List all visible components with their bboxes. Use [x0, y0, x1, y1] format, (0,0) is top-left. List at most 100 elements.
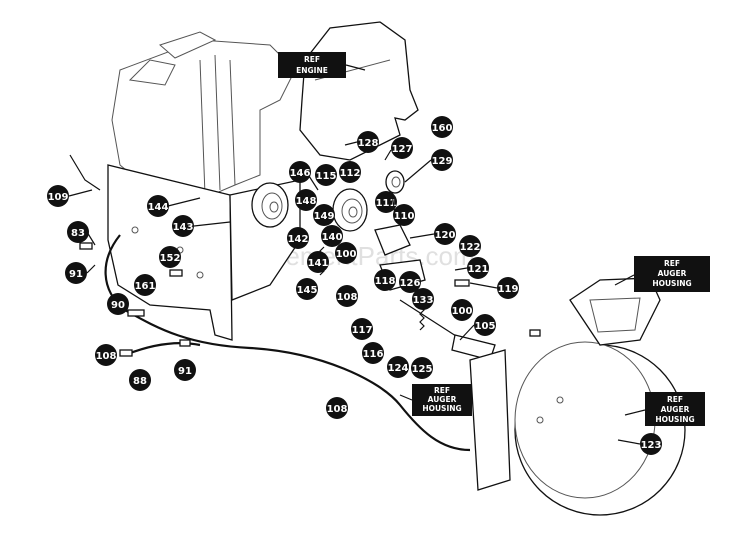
svg-text:112: 112 — [340, 168, 361, 179]
callout-161: 161 — [134, 274, 156, 296]
callout-116: 116 — [362, 342, 384, 364]
svg-text:161: 161 — [135, 281, 156, 292]
callout-141: 141 — [307, 251, 329, 273]
svg-text:117: 117 — [352, 325, 373, 336]
pulley-left — [251, 182, 289, 228]
callout-91-left: 91 — [65, 262, 87, 284]
ref-tag-auger-housing-middle: REF AUGER HOUSING — [412, 384, 472, 416]
svg-text:REF: REF — [434, 386, 450, 395]
svg-text:149: 149 — [314, 211, 335, 222]
svg-text:128: 128 — [358, 138, 379, 149]
callout-160: 160 — [431, 116, 453, 138]
svg-text:118: 118 — [375, 276, 396, 287]
svg-text:148: 148 — [296, 196, 317, 207]
svg-text:160: 160 — [432, 123, 453, 134]
callout-145: 145 — [296, 278, 318, 300]
callout-91-bottom: 91 — [174, 359, 196, 381]
callout-leaders — [68, 141, 641, 445]
ref-tag-auger-housing-right: REF AUGER HOUSING — [645, 392, 705, 426]
svg-text:AUGER: AUGER — [661, 405, 690, 414]
callout-144: 144 — [147, 195, 169, 217]
svg-text:126: 126 — [400, 278, 421, 289]
callout-118: 118 — [374, 269, 396, 291]
svg-text:116: 116 — [363, 349, 384, 360]
svg-text:119: 119 — [498, 284, 519, 295]
svg-text:83: 83 — [71, 228, 85, 239]
svg-text:90: 90 — [111, 300, 125, 311]
callout-124: 124 — [387, 356, 409, 378]
svg-text:133: 133 — [413, 295, 434, 306]
svg-text:123: 123 — [641, 440, 662, 451]
svg-text:108: 108 — [96, 351, 117, 362]
svg-text:100: 100 — [452, 306, 473, 317]
callout-143: 143 — [172, 215, 194, 237]
callout-105: 105 — [474, 314, 496, 336]
svg-text:ENGINE: ENGINE — [296, 66, 328, 75]
svg-text:108: 108 — [337, 292, 358, 303]
svg-text:100: 100 — [336, 249, 357, 260]
svg-text:144: 144 — [148, 202, 169, 213]
callout-128: 128 — [357, 131, 379, 153]
svg-text:121: 121 — [468, 264, 489, 275]
svg-text:142: 142 — [288, 234, 309, 245]
callout-108-left: 108 — [95, 344, 117, 366]
svg-text:111: 111 — [376, 198, 397, 209]
svg-text:REF: REF — [664, 259, 680, 268]
ref-tag-engine: REF ENGINE — [278, 52, 346, 78]
callout-110: 110 — [393, 204, 415, 226]
auger-housing — [469, 277, 686, 516]
svg-text:REF: REF — [304, 55, 320, 64]
engine-outline — [111, 31, 296, 201]
svg-text:88: 88 — [133, 376, 147, 387]
svg-text:HOUSING: HOUSING — [652, 279, 691, 288]
callout-123: 123 — [640, 433, 662, 455]
svg-text:124: 124 — [388, 363, 409, 374]
callout-120: 120 — [434, 223, 456, 245]
svg-text:HOUSING: HOUSING — [422, 404, 461, 413]
callout-127: 127 — [391, 137, 413, 159]
callout-142: 142 — [287, 227, 309, 249]
svg-text:143: 143 — [173, 222, 194, 233]
svg-text:91: 91 — [69, 269, 83, 280]
callout-126: 126 — [399, 271, 421, 293]
callout-88: 88 — [129, 369, 151, 391]
callout-149: 149 — [313, 204, 335, 226]
callout-100-lower: 100 — [451, 299, 473, 321]
callout-112: 112 — [339, 161, 361, 183]
svg-text:110: 110 — [394, 211, 415, 222]
hardware-bits — [79, 242, 541, 357]
callout-108-upper: 108 — [336, 285, 358, 307]
pulley-right — [332, 188, 368, 232]
svg-text:105: 105 — [475, 321, 496, 332]
svg-text:91: 91 — [178, 366, 192, 377]
callout-90: 90 — [107, 293, 129, 315]
callout-111: 111 — [375, 191, 397, 213]
svg-text:141: 141 — [308, 258, 329, 269]
callout-121: 121 — [467, 257, 489, 279]
svg-text:146: 146 — [290, 168, 311, 179]
svg-text:AUGER: AUGER — [428, 395, 457, 404]
svg-text:REF: REF — [667, 395, 683, 404]
ref-tag-auger-housing-top: REF AUGER HOUSING — [634, 256, 710, 292]
callout-115: 115 — [315, 164, 337, 186]
svg-text:AUGER: AUGER — [658, 269, 687, 278]
svg-text:115: 115 — [316, 171, 337, 182]
callout-125: 125 — [411, 357, 433, 379]
callout-117: 117 — [351, 318, 373, 340]
svg-text:109: 109 — [48, 192, 69, 203]
small-pulley — [385, 170, 405, 194]
svg-text:122: 122 — [460, 242, 481, 253]
callout-100-upper: 100 — [335, 242, 357, 264]
callout-146: 146 — [289, 161, 311, 183]
svg-text:HOUSING: HOUSING — [655, 415, 694, 424]
svg-text:127: 127 — [392, 144, 413, 155]
svg-text:140: 140 — [322, 232, 343, 243]
spring-133 — [419, 305, 425, 331]
svg-text:120: 120 — [435, 230, 456, 241]
callout-119: 119 — [497, 277, 519, 299]
callout-108-bottom: 108 — [326, 397, 348, 419]
callout-140: 140 — [321, 225, 343, 247]
svg-text:125: 125 — [412, 364, 433, 375]
svg-text:145: 145 — [297, 285, 318, 296]
